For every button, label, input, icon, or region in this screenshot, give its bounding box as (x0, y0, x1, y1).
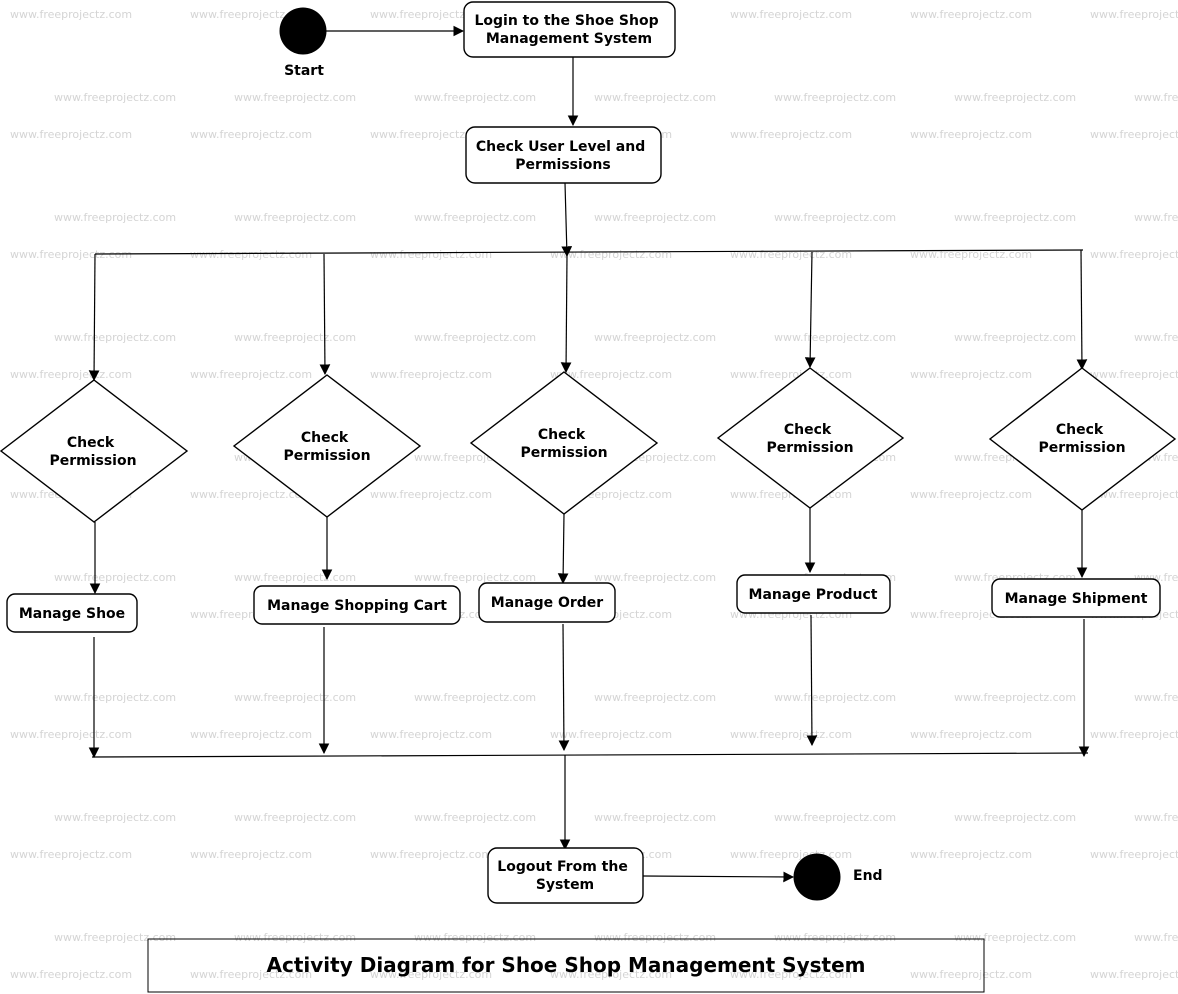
decision-1-shape (0, 379, 189, 523)
decision-2-line-1: Check (301, 430, 349, 446)
activity-login-line-1: Login to the Shoe Shop (474, 13, 658, 29)
activity-logout-box (487, 847, 644, 904)
decision-2-line-2: Permission (283, 448, 370, 464)
edge-fork-to-decision-1 (88, 253, 100, 382)
diagram-title: Activity Diagram for Shoe Shop Managemen… (267, 953, 866, 977)
activity-manage-shoe-text: Manage Shoe (19, 606, 125, 622)
diagram-title-block: Activity Diagram for Shoe Shop Managemen… (147, 938, 985, 993)
activity-manage-shipment-box (991, 578, 1161, 618)
activity-login: Login to the Shoe Shop Management System (463, 1, 676, 58)
activity-logout-text: Logout From the System (497, 859, 632, 893)
activity-manage-cart-box (253, 585, 461, 625)
decision-2-text: Check Permission (283, 430, 370, 464)
decision-check-permission-4: Check Permission (716, 367, 905, 509)
fork-bar (94, 249, 1084, 255)
start-label: Start (284, 63, 324, 79)
decision-3-shape (469, 371, 659, 515)
activity-manage-shopping-cart: Manage Shopping Cart (253, 585, 461, 625)
decision-check-permission-1: Check Permission (0, 379, 189, 523)
join-bar (91, 752, 1089, 758)
activity-login-text: Login to the Shoe Shop Management System (474, 13, 663, 47)
decision-5-shape (988, 367, 1177, 511)
edges (88, 25, 1090, 883)
activity-manage-shoe: Manage Shoe (6, 593, 138, 633)
edge-fork-to-decision-5 (1076, 249, 1088, 371)
decision-3-line-1: Check (538, 427, 586, 443)
activity-logout-line-2: System (536, 877, 594, 893)
edge-fork-to-decision-2 (319, 253, 331, 376)
decision-5-text: Check Permission (1038, 422, 1125, 456)
activity-check-user: Check User Level and Permissions (465, 126, 662, 184)
title-frame (147, 938, 985, 993)
end-label: End (853, 868, 883, 884)
activity-manage-order-box (478, 582, 616, 623)
decision-4-line-1: Check (784, 422, 832, 438)
edge-logout-to-end (642, 871, 795, 883)
activity-logout-line-1: Logout From the (497, 859, 628, 875)
activity-manage-shipment: Manage Shipment (991, 578, 1161, 618)
activity-check-user-line-2: Permissions (515, 157, 610, 173)
edge-fork-to-decision-4 (804, 251, 816, 369)
end-node (793, 853, 841, 901)
edge-product-to-join (806, 614, 818, 747)
activity-manage-product-box (736, 574, 891, 614)
start-node (279, 7, 327, 55)
activity-check-user-box (465, 126, 662, 184)
activity-check-user-line-1: Check User Level and (476, 139, 645, 155)
decision-1-line-1: Check (67, 435, 115, 451)
decision-3-text: Check Permission (520, 427, 607, 461)
activity-manage-order: Manage Order (478, 582, 616, 623)
decision-4-shape (716, 367, 905, 509)
activity-manage-shipment-text: Manage Shipment (1005, 591, 1148, 607)
decision-5-line-1: Check (1056, 422, 1104, 438)
activity-manage-shoe-box (6, 593, 138, 633)
activity-logout: Logout From the System (487, 847, 644, 904)
decision-1-text: Check Permission (49, 435, 136, 469)
activity-manage-product: Manage Product (736, 574, 891, 614)
decision-check-permission-5: Check Permission (988, 367, 1177, 511)
edge-check-user-to-fork (561, 182, 573, 258)
activity-login-line-2: Management System (486, 31, 652, 47)
edge-order-to-join (558, 623, 570, 752)
activity-manage-cart-text: Manage Shopping Cart (267, 598, 447, 614)
decision-4-line-2: Permission (766, 440, 853, 456)
decision-check-permission-3: Check Permission (469, 371, 659, 515)
activity-manage-product-text: Manage Product (749, 587, 878, 603)
activity-login-box (463, 1, 676, 58)
activity-check-user-text: Check User Level and Permissions (476, 139, 650, 173)
decision-4-text: Check Permission (766, 422, 853, 456)
activity-manage-order-text: Manage Order (491, 595, 604, 611)
edge-fork-to-decision-3 (560, 255, 572, 374)
decision-5-line-2: Permission (1038, 440, 1125, 456)
edge-decision-3-to-order (557, 513, 569, 585)
decision-2-shape (232, 374, 422, 518)
decision-check-permission-2: Check Permission (232, 374, 422, 518)
decision-1-line-2: Permission (49, 453, 136, 469)
decision-3-line-2: Permission (520, 445, 607, 461)
